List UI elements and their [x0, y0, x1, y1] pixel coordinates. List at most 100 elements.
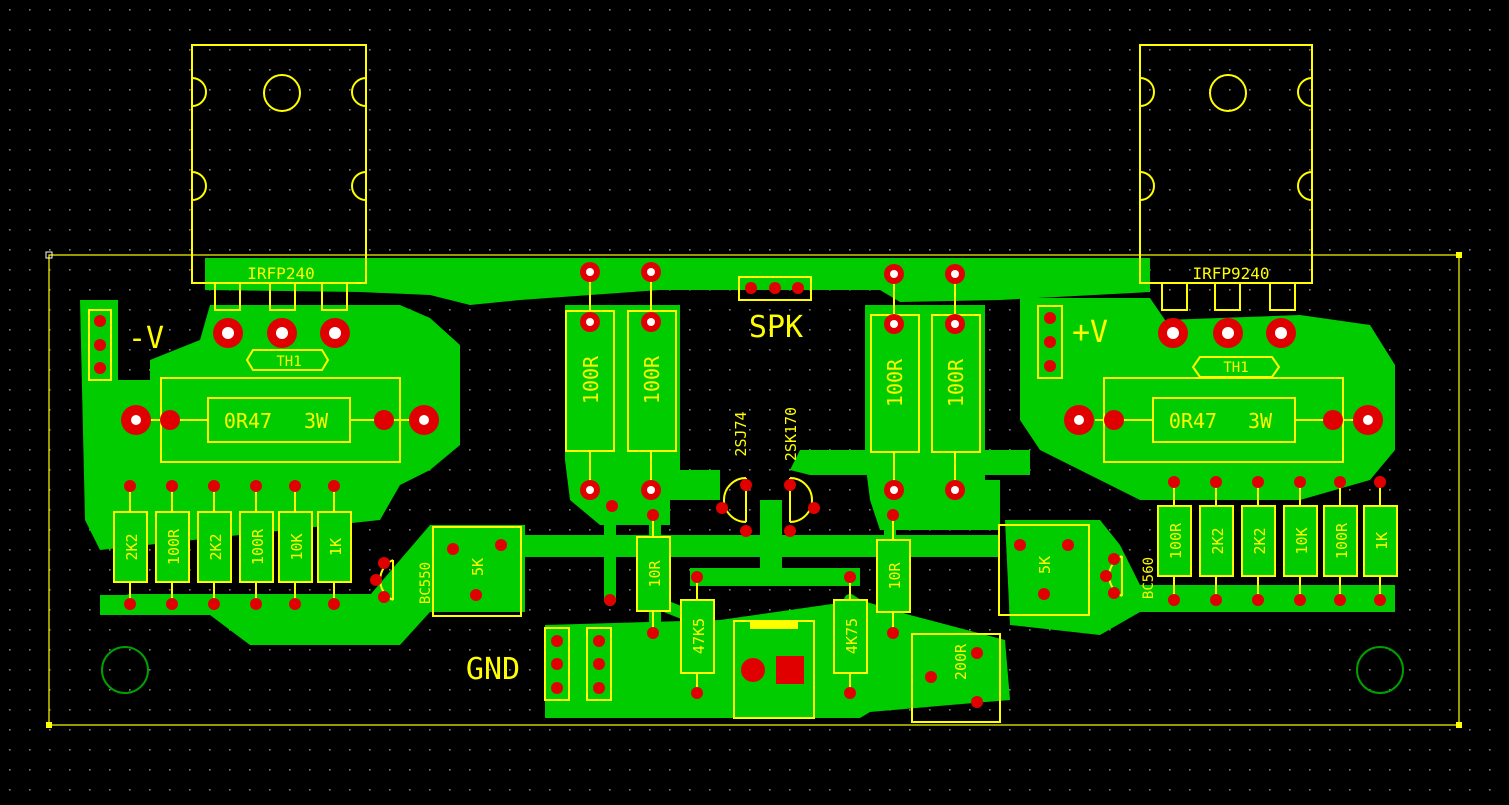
trimmer-right-value: 5K	[1036, 556, 1054, 574]
power-transistor-left-label: IRFP240	[247, 264, 314, 283]
copper-mid-trace	[790, 450, 1030, 475]
pos-supply-connector[interactable]	[1037, 305, 1063, 379]
resistor-gate-left-value: 10R	[646, 559, 664, 587]
input-transistor-left-label: 2SJ74	[732, 411, 750, 456]
resistor-center-top-2-value: 100R	[640, 355, 664, 404]
board-corner-handle-tr[interactable]	[1456, 252, 1462, 258]
copper-right-lower	[1005, 520, 1395, 635]
resistor-gate-left[interactable]: 10R	[636, 509, 671, 639]
resistor-right-2-value: 2K2	[1209, 527, 1227, 554]
resistor-left-5[interactable]: 10K	[278, 480, 313, 610]
resistor-center-top-1-value: 100R	[579, 355, 603, 404]
resistor-gate-right[interactable]: 10R	[876, 509, 911, 639]
jumper-pad-left[interactable]	[604, 594, 616, 606]
resistor-right-2[interactable]: 2K2	[1199, 476, 1234, 606]
resistor-left-5-value: 10K	[288, 533, 306, 560]
resistor-left-1-value: 2K2	[123, 533, 141, 560]
resistor-center-top-3-value: 100R	[883, 358, 907, 407]
resistor-center-top-1[interactable]: 100R	[565, 262, 615, 500]
resistor-right-3-value: 2K2	[1251, 527, 1269, 554]
resistor-center-top-4[interactable]: 100R	[931, 264, 981, 500]
ground-connector-a-pads[interactable]	[551, 635, 563, 694]
ground-connector-b-pads[interactable]	[593, 635, 605, 694]
resistor-left-3-value: 2K2	[207, 533, 225, 560]
board-corner-handle-bl[interactable]	[46, 722, 52, 728]
neg-supply-label: -V	[128, 321, 164, 356]
ground-connector-b[interactable]	[586, 627, 612, 701]
speaker-pads[interactable]	[745, 282, 804, 294]
resistor-left-4[interactable]: 100R	[239, 480, 274, 610]
resistor-right-4[interactable]: 10K	[1283, 476, 1318, 606]
copper-left-lower	[100, 525, 525, 645]
power-transistor-right[interactable]	[1139, 44, 1313, 311]
board-corner-handle-br[interactable]	[1456, 722, 1462, 728]
neg-supply-pads[interactable]	[94, 315, 106, 374]
trimmer-right[interactable]: 5K	[998, 524, 1090, 616]
resistor-left-2-value: 100R	[165, 528, 183, 565]
resistor-bias-right[interactable]: 4K75	[833, 571, 868, 699]
resistor-right-4-value: 10K	[1293, 527, 1311, 554]
driver-transistor-right-pads[interactable]	[1100, 553, 1120, 599]
resistor-left-1[interactable]: 2K2	[113, 480, 148, 610]
resistor-right-5[interactable]: 100R	[1323, 476, 1358, 606]
resistor-right-3[interactable]: 2K2	[1241, 476, 1276, 606]
input-transistor-right-label: 2SK170	[782, 407, 800, 461]
emitter-resistor-left-rating: 3W	[304, 409, 329, 433]
thermistor-right-label: TH1	[1223, 360, 1248, 376]
speaker-connector[interactable]	[738, 276, 812, 301]
thermistor-left[interactable]	[245, 349, 330, 371]
mounting-hole-right[interactable]	[1356, 646, 1404, 694]
resistor-gate-right-value: 10R	[886, 561, 904, 589]
neg-supply-connector[interactable]	[88, 309, 112, 381]
resistor-right-6-value: 1K	[1373, 532, 1391, 550]
emitter-resistor-right-pads[interactable]	[1064, 405, 1383, 435]
trimmer-bottom[interactable]: 200R	[911, 633, 1001, 723]
trimmer-left-value: 5K	[469, 558, 487, 576]
ground-label: GND	[466, 652, 520, 687]
speaker-label: SPK	[749, 310, 803, 345]
driver-transistor-right-label: BC560	[1141, 557, 1157, 599]
resistor-left-2[interactable]: 100R	[155, 480, 190, 610]
resistor-right-1[interactable]: 100R	[1157, 476, 1192, 606]
emitter-resistor-left-value: 0R47	[224, 409, 272, 433]
input-capacitor[interactable]	[733, 620, 815, 719]
power-transistor-left[interactable]	[191, 44, 367, 311]
emitter-resistor-right-value: 0R47	[1169, 409, 1217, 433]
power-transistor-pads[interactable]	[213, 318, 1296, 348]
emitter-resistor-left-pads[interactable]	[121, 405, 439, 435]
copper-center-vert	[760, 500, 782, 580]
board-corner-handle-tl[interactable]	[45, 251, 53, 259]
driver-transistor-left-pads[interactable]	[370, 557, 390, 603]
resistor-bias-right-value: 4K75	[843, 618, 861, 654]
mounting-hole-left[interactable]	[101, 646, 149, 694]
resistor-right-5-value: 100R	[1333, 522, 1351, 559]
trimmer-bottom-value: 200R	[952, 643, 970, 680]
ground-connector-a[interactable]	[544, 627, 570, 701]
resistor-bias-left[interactable]: 47K5	[680, 571, 715, 699]
resistor-bank-left: 2K2 100R 2K2 100R 10K	[113, 480, 352, 610]
resistor-left-6-value: 1K	[327, 538, 345, 556]
resistor-right-6[interactable]: 1K	[1363, 476, 1398, 606]
resistor-bias-left-value: 47K5	[690, 618, 708, 654]
jumper-pad-left-top[interactable]	[606, 500, 618, 512]
thermistor-left-label: TH1	[276, 354, 301, 370]
trimmer-left[interactable]: 5K	[432, 526, 522, 617]
driver-transistor-left-label: BC550	[418, 562, 434, 604]
copper-top-bus	[205, 258, 1150, 305]
pos-supply-pads[interactable]	[1044, 312, 1056, 372]
input-transistor-left-pads[interactable]	[716, 479, 752, 537]
resistor-left-6[interactable]: 1K	[317, 480, 352, 610]
emitter-resistor-right-rating: 3W	[1248, 409, 1273, 433]
resistor-left-4-value: 100R	[249, 528, 267, 565]
resistor-left-3[interactable]: 2K2	[197, 480, 232, 610]
resistor-right-1-value: 100R	[1167, 522, 1185, 559]
resistor-center-top-2[interactable]: 100R	[627, 262, 677, 500]
resistor-center-top-4-value: 100R	[944, 358, 968, 407]
input-transistor-right-pads[interactable]	[784, 479, 820, 537]
board-outline	[48, 254, 1460, 726]
pos-supply-label: +V	[1072, 315, 1108, 350]
power-transistor-right-label: IRFP9240	[1192, 264, 1269, 283]
resistor-bank-right: 100R 2K2 2K2 10K 100R	[1157, 476, 1398, 606]
resistor-center-top-3[interactable]: 100R	[870, 264, 920, 500]
